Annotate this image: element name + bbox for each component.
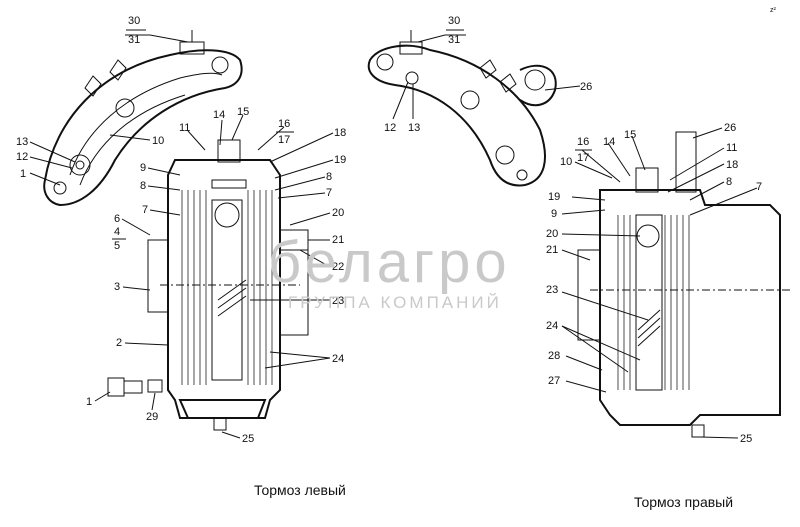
- label-11: 11: [179, 122, 190, 134]
- label-13-right: 13: [408, 122, 420, 134]
- label-30: 30: [128, 15, 140, 27]
- label-1-top: 1: [20, 168, 26, 180]
- label-14: 14: [213, 109, 225, 121]
- corner-mark: z²: [770, 7, 777, 14]
- label-20: 20: [332, 207, 344, 219]
- right-leader-lines: [392, 34, 758, 439]
- left-friction-discs: [181, 190, 273, 385]
- right-callout-labels: 30 31 26 12 13 26 16 17 14 15 11 10 18 8…: [384, 15, 762, 445]
- label-19: 19: [334, 154, 346, 166]
- label-14-right: 14: [603, 136, 615, 148]
- watermark-subtitle: ГРУППА КОМПАНИЙ: [288, 293, 502, 312]
- left-callout-labels: 30 31 13 12 1 10 11 14 15 16 17 18 19 9 …: [16, 15, 346, 445]
- label-7-left: 7: [142, 204, 148, 216]
- label-16: 16: [278, 118, 290, 130]
- label-22: 22: [332, 261, 344, 273]
- label-17-right: 17: [577, 152, 589, 164]
- label-1-bottom: 1: [86, 396, 92, 408]
- label-8-right: 8: [326, 171, 332, 183]
- label-26-right: 26: [724, 122, 736, 134]
- label-8-rightside: 8: [726, 176, 732, 188]
- label-17: 17: [278, 134, 290, 146]
- right-lever: [367, 30, 557, 187]
- label-28-right: 28: [548, 350, 560, 362]
- label-9: 9: [140, 162, 146, 174]
- left-housing: [147, 139, 309, 431]
- watermark-brand: белагро: [268, 230, 511, 295]
- label-25: 25: [242, 433, 254, 445]
- label-13: 13: [16, 136, 28, 148]
- label-16-right: 16: [577, 136, 589, 148]
- label-23: 23: [332, 295, 344, 307]
- label-7-right: 7: [326, 187, 332, 199]
- label-31: 31: [128, 34, 140, 46]
- label-25-right: 25: [740, 433, 752, 445]
- label-11-right: 11: [726, 142, 737, 154]
- right-brake-drawing: 30 31 26 12 13 26 16 17 14 15 11 10 18 8…: [367, 15, 790, 445]
- label-24: 24: [332, 353, 344, 365]
- label-30-right: 30: [448, 15, 460, 27]
- label-21: 21: [332, 234, 344, 246]
- left-bolt-detail: [107, 377, 163, 397]
- label-27-right: 27: [548, 375, 560, 387]
- caption-left-brake: Тормоз левый: [254, 482, 346, 498]
- label-6: 6: [114, 213, 120, 225]
- label-12: 12: [16, 151, 28, 163]
- right-friction-discs: [617, 215, 690, 390]
- label-31-right: 31: [448, 34, 460, 46]
- left-leader-lines: [29, 34, 334, 439]
- label-29: 29: [146, 411, 158, 423]
- label-19-right: 19: [548, 191, 560, 203]
- label-8-left: 8: [140, 180, 146, 192]
- left-lever: [43, 30, 243, 207]
- label-23-right: 23: [546, 284, 558, 296]
- label-10-right: 10: [560, 156, 572, 168]
- label-26-top: 26: [580, 81, 592, 93]
- label-4: 4: [114, 226, 120, 238]
- right-housing: [577, 131, 790, 438]
- label-15: 15: [237, 106, 249, 118]
- label-5: 5: [114, 240, 120, 252]
- caption-right-brake: Тормоз правый: [634, 494, 733, 510]
- label-18-right: 18: [726, 159, 738, 171]
- label-9-right: 9: [551, 208, 557, 220]
- label-3: 3: [114, 281, 120, 293]
- label-7-rightside: 7: [756, 181, 762, 193]
- label-21-right: 21: [546, 244, 558, 256]
- label-15-right: 15: [624, 129, 636, 141]
- label-24-right: 24: [546, 320, 558, 332]
- label-10: 10: [152, 135, 164, 147]
- watermark: белагро ГРУППА КОМПАНИЙ: [268, 230, 511, 312]
- label-2: 2: [116, 337, 122, 349]
- label-18: 18: [334, 127, 346, 139]
- left-brake-drawing: 30 31 13 12 1 10 11 14 15 16 17 18 19 9 …: [16, 15, 346, 445]
- label-20-right: 20: [546, 228, 558, 240]
- label-12-right: 12: [384, 122, 396, 134]
